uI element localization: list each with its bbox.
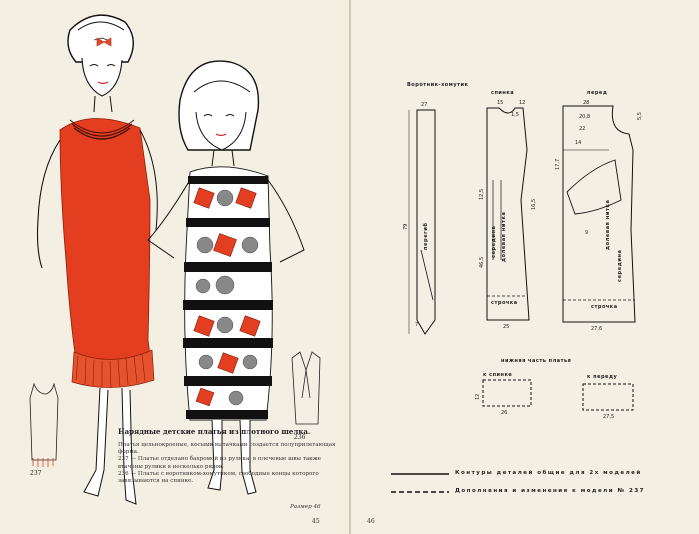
caption-title: Нарядные детские платья из плотного шелк…: [118, 427, 311, 436]
dim-label: 27,5: [603, 414, 615, 420]
dim-label: 46,5: [479, 256, 485, 268]
collar-pattern: [408, 109, 436, 335]
front-stitch-label: строчка: [591, 304, 618, 310]
back-grain-label: долевая нитка: [501, 211, 507, 262]
dim-label: 27: [421, 102, 428, 108]
fashion-illustration: [29, 14, 321, 505]
model-number-236: 236: [294, 434, 306, 441]
dim-label: 12: [475, 393, 481, 400]
front-pattern: [562, 105, 636, 323]
flat-sketch-236: [291, 351, 321, 425]
dim-label: 1,5: [511, 112, 519, 118]
dim-label: 25: [503, 324, 510, 330]
dim-label: 27,6: [591, 326, 603, 332]
front-label: перед: [587, 90, 608, 96]
lower-pattern-back: [482, 379, 532, 407]
dim-label: 17,7: [555, 158, 561, 170]
dim-label: 14: [575, 140, 582, 146]
dim-label: 5,5: [637, 112, 643, 120]
dim-label: 79: [403, 223, 409, 230]
front-grain-label: долевая нитка: [605, 199, 611, 250]
left-page: 236 237 Нарядные детские платья из плотн…: [0, 0, 349, 534]
legend-common: Контуры деталей общие для 2х моделей: [455, 470, 642, 476]
to-front-label: к переду: [587, 374, 618, 380]
lower-pattern-front: [582, 383, 634, 411]
back-label: спинка: [491, 90, 515, 96]
dim-label: 20,8: [579, 114, 591, 120]
model-number-237: 237: [30, 470, 42, 477]
back-pattern: [486, 107, 530, 321]
to-back-label: к спинке: [483, 372, 513, 378]
gutter: [349, 0, 351, 534]
patterned-dress-figure: [147, 60, 305, 495]
caption-paragraph: 237 — Платье отделано бахромой из рулика…: [118, 456, 322, 470]
size-note: Размер 46: [290, 504, 321, 510]
legend-additions: Дополнения и изменения к модели № 237: [455, 488, 645, 494]
dim-label: 28: [583, 100, 590, 106]
caption-paragraph: 236 — Платье с воротником-хомутиком, сво…: [118, 470, 319, 485]
dim-label: 12: [519, 100, 526, 106]
lower-label: нижняя часть платья: [501, 358, 572, 364]
caption-paragraph: Платья цельнокроеные, косыми вытачками с…: [118, 442, 336, 456]
dim-label: 22: [579, 126, 586, 132]
page-number-right: 46: [367, 518, 375, 525]
flat-sketch-237: [29, 382, 59, 467]
dim-label: 15: [497, 100, 504, 106]
dim-label: 26: [501, 410, 508, 416]
dim-label: 16,5: [531, 198, 537, 210]
back-stitch-label: строчка: [491, 300, 518, 306]
red-dress-figure: [36, 14, 158, 505]
front-middle-label: середина: [617, 249, 623, 283]
caption-body: Платья цельнокроеные, косыми вытачками с…: [118, 442, 343, 485]
right-page: Воротник-хомутик спинка перед нижняя час…: [351, 0, 699, 534]
dim-label: 7: [415, 322, 419, 328]
dim-label: 9: [585, 230, 589, 236]
pattern-drafts: [391, 105, 636, 493]
dim-label: 12,5: [479, 188, 485, 200]
collar-label: Воротник-хомутик: [407, 82, 469, 88]
back-middle-label: середина: [491, 225, 497, 259]
page-number-left: 45: [312, 518, 320, 525]
collar-grain-label: перегиб: [423, 222, 429, 250]
